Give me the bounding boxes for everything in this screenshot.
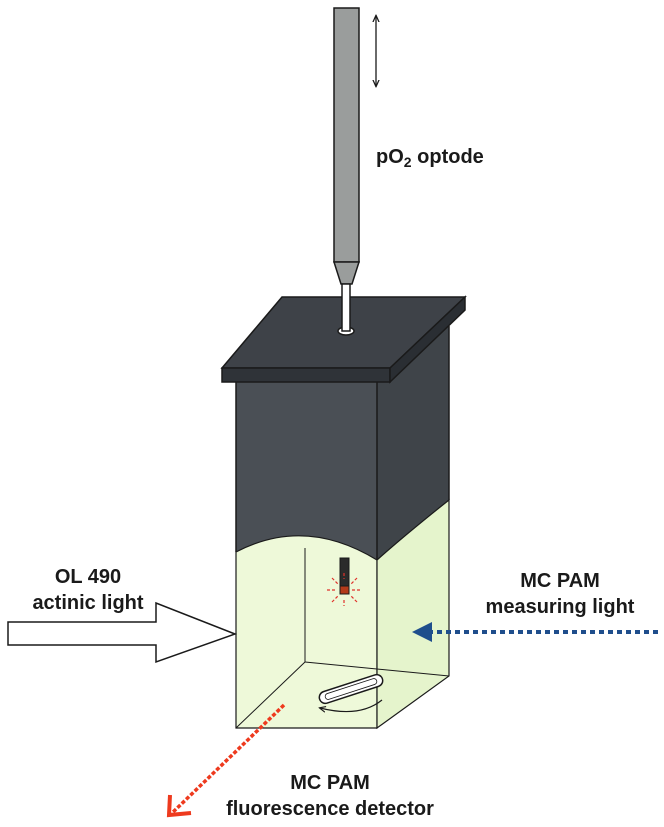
sensor-glow-icon bbox=[327, 573, 362, 606]
optode-taper bbox=[332, 261, 361, 285]
inner-back-edge-right bbox=[304, 661, 450, 677]
fluorescence-arrowhead bbox=[166, 794, 192, 818]
fluorescence-detector-label-line1: MC PAM bbox=[290, 772, 370, 794]
optode-tip-sensor bbox=[339, 585, 350, 595]
fluorescence-detector-label-line2: fluorescence detector bbox=[226, 798, 434, 820]
fluorescence-arrow bbox=[169, 703, 286, 816]
actinic-light-label-line1: OL 490 bbox=[55, 566, 121, 588]
lid-side-edge bbox=[389, 295, 466, 384]
po2-optode bbox=[332, 7, 361, 332]
optode-needle bbox=[341, 283, 351, 332]
optode-body bbox=[333, 7, 360, 263]
chamber-lid bbox=[220, 295, 467, 384]
optode-label: pO2 optode bbox=[376, 146, 484, 170]
lid-front-edge bbox=[221, 367, 391, 383]
measuring-light-label-line2: measuring light bbox=[486, 596, 635, 618]
actinic-light-arrow bbox=[7, 601, 238, 664]
measuring-light-label-line1: MC PAM bbox=[520, 570, 600, 592]
cuvette-chamber bbox=[235, 326, 450, 730]
stir-bar-body bbox=[318, 673, 384, 705]
stir-rotation-arrow bbox=[320, 699, 383, 712]
stir-bar-inner bbox=[324, 678, 378, 700]
actinic-light-label-line2: actinic light bbox=[32, 592, 143, 614]
inner-back-edge-left bbox=[235, 661, 306, 729]
liquid-front bbox=[235, 535, 378, 729]
stir-bar bbox=[318, 673, 384, 711]
